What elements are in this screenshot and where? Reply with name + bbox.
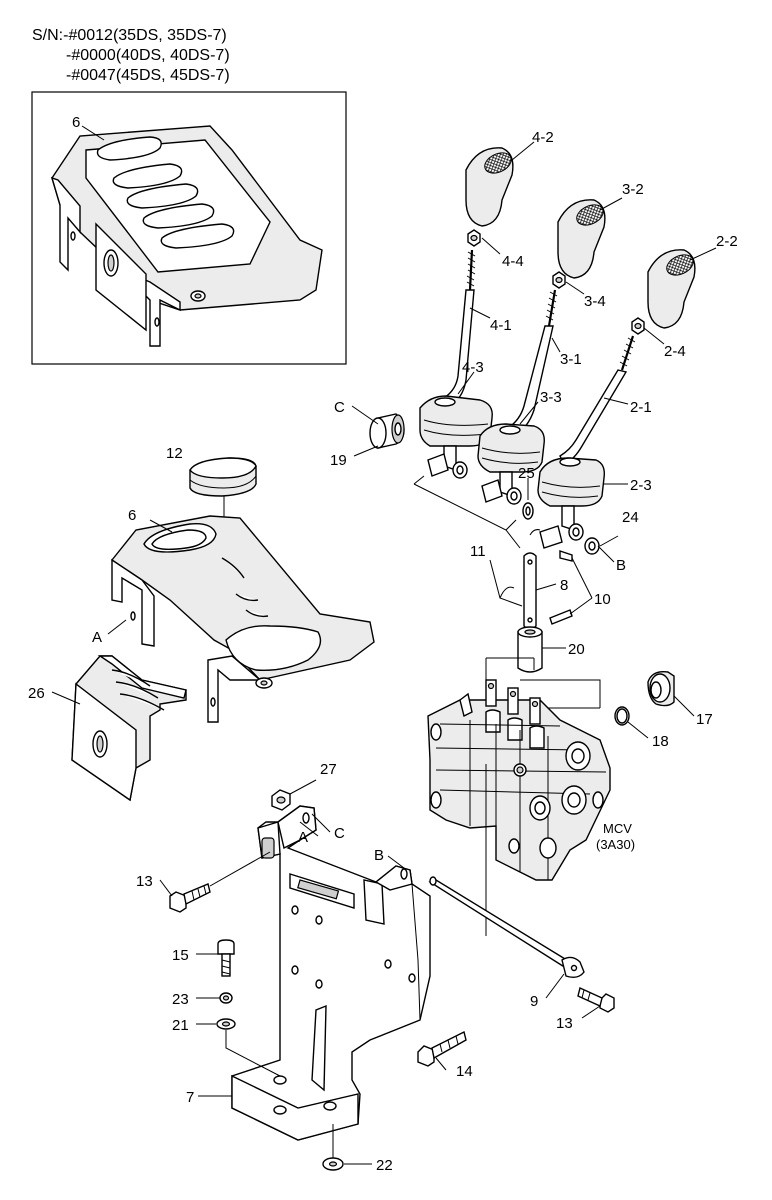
mcv-model: (3A30) [596,837,635,852]
grommet-12 [189,457,257,497]
callout-9: 9 [530,993,538,1010]
lever-3 [477,199,606,505]
callout-3-4: 3-4 [584,293,606,310]
leader-13-left-to-bracket [209,851,271,887]
callout-23: 23 [172,991,189,1008]
cotter-pins-11 [499,529,541,599]
callout-A-left: A [92,629,102,646]
callout-C-top: C [334,399,345,416]
bolt-13-left [169,883,211,913]
bracket-7 [231,805,431,1141]
callout-26: 26 [28,685,45,702]
pin-10 [549,550,573,625]
ring-25 [522,502,534,520]
washer-24 [584,537,600,555]
main-control-valve [427,657,611,936]
inset-cover-6 [50,125,323,347]
callout-7: 7 [186,1089,194,1106]
callout-17: 17 [696,711,713,728]
callout-2-3: 2-3 [630,477,652,494]
inset-box: 6 [31,91,347,365]
leader-26 [51,691,81,705]
washer-23 [219,992,233,1004]
callout-2-1: 2-1 [630,399,652,416]
callout-2-4: 2-4 [664,343,686,360]
nut-27 [271,789,291,811]
callout-C-bracket: C [334,825,345,842]
mcv-label: MCV [603,821,632,836]
callout-11: 11 [470,543,486,560]
callout-3-3: 3-3 [540,389,562,406]
callout-A-bracket: A [298,829,308,846]
lever-2 [537,249,696,549]
callout-4-2: 4-2 [532,129,554,146]
leader-6 [149,519,173,533]
callout-14: 14 [456,1063,473,1080]
plate-26 [71,655,187,802]
serial-note-3: -#0047(45DS, 45DS-7) [66,67,230,84]
callout-15: 15 [172,947,189,964]
leader-11-frame [413,475,521,549]
callout-6-inset: 6 [72,114,80,131]
callout-8: 8 [560,577,568,594]
serial-note-1: S/N:-#0012(35DS, 35DS-7) [32,27,227,44]
callout-3-2: 3-2 [622,181,644,198]
callout-12: 12 [166,445,183,462]
callout-3-1: 3-1 [560,351,582,368]
callout-22: 22 [376,1157,393,1174]
callout-18: 18 [652,733,669,750]
leader-11-lower [489,559,523,607]
o-ring-18 [614,706,630,726]
callout-25: 25 [518,465,535,482]
link-8 [523,552,537,630]
callout-13-right: 13 [556,1015,573,1032]
callout-leaders [107,141,717,1165]
callout-19: 19 [330,452,347,469]
callout-4-3: 4-3 [462,359,484,376]
callout-24: 24 [622,509,639,526]
callout-2-2: 2-2 [716,233,738,250]
callout-10: 10 [594,591,611,608]
cover-6 [110,515,375,723]
callout-4-1: 4-1 [490,317,512,334]
bolt-15 [217,939,235,977]
callout-27: 27 [320,761,337,778]
callout-13-left: 13 [136,873,153,890]
rod-9 [428,876,585,979]
callout-21: 21 [172,1017,189,1034]
lever-4 [419,147,514,479]
bolt-14 [417,1030,467,1067]
serial-note-2: -#0000(40DS, 40DS-7) [66,47,230,64]
leader-21-to-hole [225,1030,281,1077]
callout-B-right: B [616,557,626,574]
washer-21 [216,1018,236,1030]
callout-4-4: 4-4 [502,253,524,270]
washer-22 [322,1157,344,1171]
callout-20: 20 [568,641,585,658]
callout-6: 6 [128,507,136,524]
callout-B-bracket: B [374,847,384,864]
sleeve-19 [369,413,405,449]
plug-17 [647,671,675,707]
spacer-20 [517,626,543,673]
